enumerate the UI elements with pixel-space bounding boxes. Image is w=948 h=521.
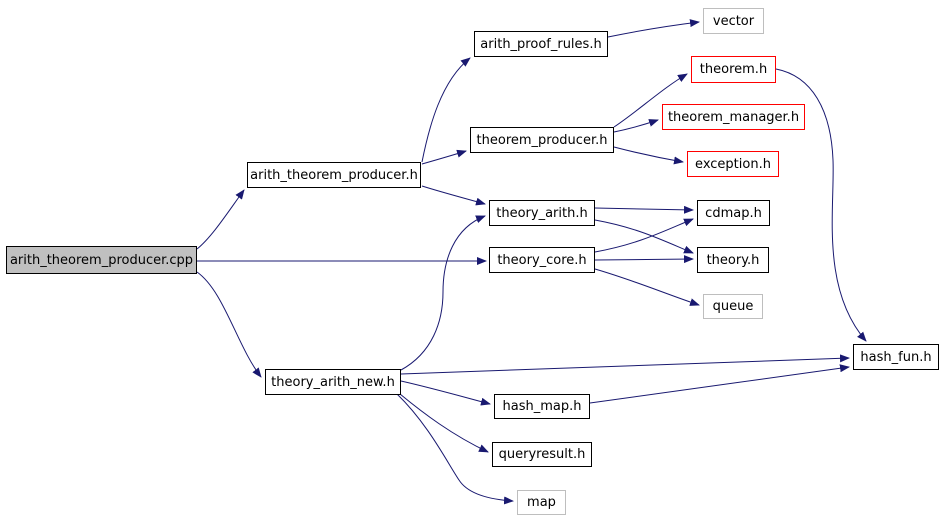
node-arith-proof-rules-h[interactable]: arith_proof_rules.h xyxy=(474,31,608,57)
edge-theorem_producer_h-to-theorem_manager_h xyxy=(613,119,659,133)
edge-theory_core_h-to-queue xyxy=(594,268,700,306)
edge-theory_arith_h-to-cdmap_h xyxy=(594,205,694,214)
node-hash-map-h[interactable]: hash_map.h xyxy=(494,394,590,419)
edge-theory_arith_new_h-to-hash_map_h xyxy=(400,380,491,406)
node-theory-core-h[interactable]: theory_core.h xyxy=(489,247,595,273)
edge-theory_arith_new_h-to-map xyxy=(396,393,514,505)
edge-arith_theorem_producer_cpp-to-arith_theorem_producer_h xyxy=(196,189,245,250)
edge-theorem_h-to-hash_fun_h xyxy=(775,68,867,342)
node-vector: vector xyxy=(703,8,764,34)
edge-theorem_producer_h-to-theorem_h xyxy=(613,73,688,128)
edge-arith_theorem_producer_h-to-theorem_producer_h xyxy=(421,149,467,165)
node-theory-arith-new-h[interactable]: theory_arith_new.h xyxy=(265,369,401,395)
node-theorem-h[interactable]: theorem.h xyxy=(691,56,776,83)
edge-theory_core_h-to-theory_h xyxy=(594,255,694,264)
edge-arith_theorem_producer_h-to-arith_proof_rules_h xyxy=(421,57,471,163)
edge-theory_arith_h-to-theory_h xyxy=(594,219,694,254)
node-theory-arith-h[interactable]: theory_arith.h xyxy=(489,200,595,226)
node-arith-theorem-producer-h[interactable]: arith_theorem_producer.h xyxy=(247,162,421,188)
node-map: map xyxy=(517,490,566,515)
edge-theory_core_h-to-cdmap_h xyxy=(594,218,694,253)
edge-theorem_producer_h-to-exception_h xyxy=(613,146,684,165)
node-theorem-manager-h[interactable]: theorem_manager.h xyxy=(662,104,805,130)
edge-arith_proof_rules_h-to-vector xyxy=(607,19,700,38)
node-arith-theorem-producer-cpp: arith_theorem_producer.cpp xyxy=(6,246,197,274)
node-queue: queue xyxy=(703,294,763,319)
node-cdmap-h[interactable]: cdmap.h xyxy=(697,200,770,226)
edge-arith_theorem_producer_cpp-to-theory_arith_new_h xyxy=(196,271,262,378)
edge-theory_arith_new_h-to-queryresult_h xyxy=(399,393,489,453)
node-theory-h[interactable]: theory.h xyxy=(697,247,769,273)
node-exception-h[interactable]: exception.h xyxy=(687,151,779,177)
edge-hash_map_h-to-hash_fun_h xyxy=(589,364,850,404)
edge-theory_arith_new_h-to-theory_arith_h xyxy=(400,215,486,371)
node-theorem-producer-h[interactable]: theorem_producer.h xyxy=(470,127,614,153)
node-queryresult-h[interactable]: queryresult.h xyxy=(492,442,592,467)
edge-theory_arith_new_h-to-hash_fun_h xyxy=(400,354,850,375)
edge-arith_theorem_producer_h-to-theory_arith_h xyxy=(421,185,486,206)
node-hash-fun-h[interactable]: hash_fun.h xyxy=(853,344,939,370)
